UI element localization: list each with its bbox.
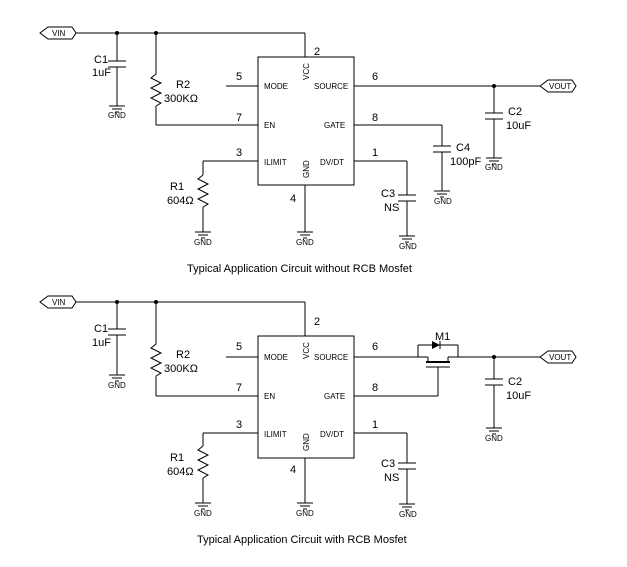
ic-pin-source: SOURCE xyxy=(314,82,348,91)
c3-label: C3 xyxy=(381,188,395,200)
pin-3: 3 xyxy=(236,419,242,431)
pin-1: 1 xyxy=(372,147,378,159)
pin-4: 4 xyxy=(290,193,296,205)
vin-label: VIN xyxy=(52,29,66,38)
ic-pin-en: EN xyxy=(264,392,275,401)
caption-bottom: Typical Application Circuit with RCB Mos… xyxy=(197,534,407,546)
r1-label: R1 xyxy=(170,181,184,193)
c2-label: C2 xyxy=(508,106,522,118)
c1-label: C1 xyxy=(94,323,108,335)
gnd-label: GND xyxy=(434,197,452,206)
vout-port xyxy=(539,350,577,364)
gnd-label: GND xyxy=(399,510,417,519)
resistor-r2 xyxy=(149,302,258,397)
caption-top: Typical Application Circuit without RCB … xyxy=(187,263,412,275)
ic-pin-vcc: VCC xyxy=(302,342,311,359)
pin-4: 4 xyxy=(290,464,296,476)
r2-label: R2 xyxy=(176,79,190,91)
capacitor-c1 xyxy=(108,33,126,113)
m1-label: M1 xyxy=(435,331,450,343)
vout-label: VOUT xyxy=(549,82,571,91)
gnd-label: GND xyxy=(194,509,212,518)
ic-pin-ilimit: ILIMIT xyxy=(264,430,287,439)
capacitor-c4 xyxy=(433,145,451,198)
c1-value: 1uF xyxy=(92,67,111,79)
ic-pin-en: EN xyxy=(264,121,275,130)
ic-pin-gate: GATE xyxy=(324,121,345,130)
r2-value: 300KΩ xyxy=(164,363,198,375)
pin-3: 3 xyxy=(236,147,242,159)
pin-8: 8 xyxy=(372,382,378,394)
ic-pin-ilimit: ILIMIT xyxy=(264,158,287,167)
circuit-without-rcb: VIN 2 C1 1uF GND R2 300KΩ 7 MODE VCC xyxy=(39,26,577,275)
ic-body xyxy=(257,335,355,459)
gnd-label: GND xyxy=(485,434,503,443)
r1-label: R1 xyxy=(170,452,184,464)
ic-pin-source: SOURCE xyxy=(314,353,348,362)
r1-value: 604Ω xyxy=(167,195,194,207)
capacitor-c3 xyxy=(398,462,416,511)
capacitor-c3 xyxy=(398,194,416,243)
capacitor-c2 xyxy=(485,86,503,165)
vout-label: VOUT xyxy=(549,353,571,362)
ic-pin-dvdt: DV/DT xyxy=(320,158,344,167)
ic-pin-gate: GATE xyxy=(324,392,345,401)
ic-body xyxy=(257,56,355,186)
ic-pin-gnd: GND xyxy=(302,160,311,178)
resistor-r2 xyxy=(149,33,258,126)
gnd-label: GND xyxy=(194,238,212,247)
c3-value: NS xyxy=(384,472,399,484)
pin-6: 6 xyxy=(372,341,378,353)
c1-value: 1uF xyxy=(92,337,111,349)
pin-7: 7 xyxy=(236,112,242,124)
capacitor-c2 xyxy=(485,357,503,435)
c4-value: 100pF xyxy=(450,156,481,168)
gnd-label: GND xyxy=(485,163,503,172)
resistor-r1 xyxy=(194,174,212,239)
mosfet-m1 xyxy=(417,341,540,396)
ic-pin-gnd: GND xyxy=(302,433,311,451)
vout-port xyxy=(539,79,577,93)
pin-1: 1 xyxy=(372,419,378,431)
circuit-with-rcb: VIN 2 C1 1uF GND R2 300KΩ 7 MODE VCC xyxy=(39,295,577,546)
ic-pin-vcc: VCC xyxy=(302,63,311,80)
c2-value: 10uF xyxy=(506,120,531,132)
gnd-label: GND xyxy=(399,242,417,251)
pin-7: 7 xyxy=(236,382,242,394)
c1-label: C1 xyxy=(94,54,108,66)
pin-8: 8 xyxy=(372,112,378,124)
r2-label: R2 xyxy=(176,349,190,361)
resistor-r1 xyxy=(194,445,212,510)
c3-label: C3 xyxy=(381,458,395,470)
gnd-label: GND xyxy=(108,381,126,390)
pin-2: 2 xyxy=(314,316,320,328)
c4-label: C4 xyxy=(456,142,470,154)
ic-pin-mode: MODE xyxy=(264,82,288,91)
ic-pin-mode: MODE xyxy=(264,353,288,362)
c3-value: NS xyxy=(384,202,399,214)
pin-6: 6 xyxy=(372,71,378,83)
capacitor-c1 xyxy=(108,302,126,382)
gnd-label: GND xyxy=(296,238,314,247)
vin-label: VIN xyxy=(52,298,66,307)
gnd-label: GND xyxy=(108,111,126,120)
pin-2: 2 xyxy=(314,46,320,58)
r2-value: 300KΩ xyxy=(164,93,198,105)
pin-5: 5 xyxy=(236,71,242,83)
r1-value: 604Ω xyxy=(167,466,194,478)
gnd-label: GND xyxy=(296,509,314,518)
c2-value: 10uF xyxy=(506,390,531,402)
ic-pin-dvdt: DV/DT xyxy=(320,430,344,439)
c2-label: C2 xyxy=(508,376,522,388)
pin-5: 5 xyxy=(236,341,242,353)
